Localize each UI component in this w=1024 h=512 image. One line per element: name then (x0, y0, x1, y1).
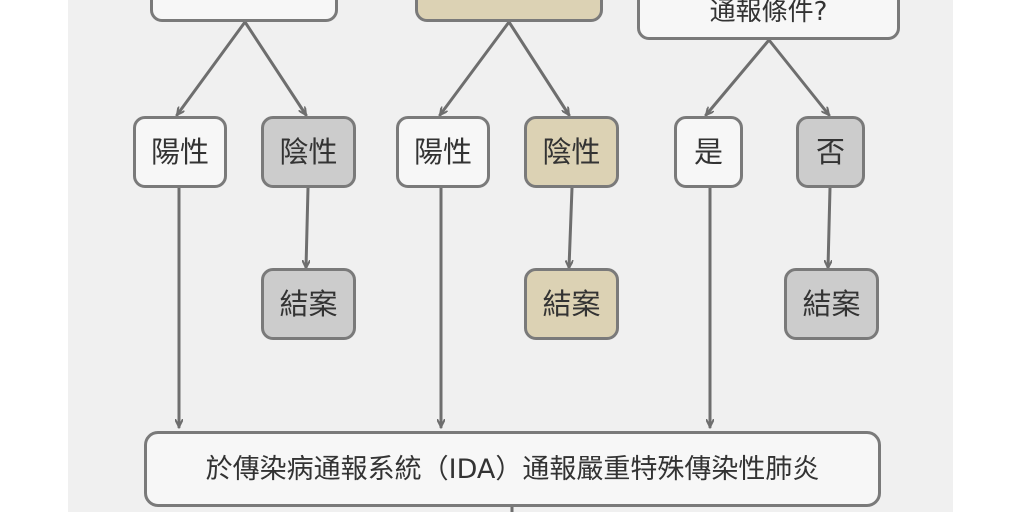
arrow-b2-to-positive (438, 20, 511, 115)
branch1-negative: 陰性 (261, 116, 356, 188)
arrow-b1-to-negative (243, 20, 308, 115)
arrow-b2-negative-to-close (569, 186, 574, 270)
ida-report-node: 於傳染病通報系統（IDA）通報嚴重特殊傳染性肺炎 (144, 431, 881, 507)
branch2-negative: 陰性 (524, 116, 619, 188)
branch3-close: 結案 (784, 268, 879, 340)
arrow-b3-to-yes (704, 38, 771, 115)
branch1-close: 結案 (261, 268, 356, 340)
arrow-b2-to-negative (507, 20, 571, 115)
arrow-b3-no-to-close (828, 186, 830, 270)
top-node-report-condition: 通報條件? (637, 0, 900, 40)
branch1-positive: 陽性 (133, 116, 227, 188)
arrow-b3-to-no (767, 38, 831, 115)
branch2-positive: 陽性 (396, 116, 490, 188)
branch2-close: 結案 (524, 268, 619, 340)
branch3-yes: 是 (674, 116, 743, 188)
top-node-left (150, 0, 338, 22)
top-node-middle (415, 0, 603, 22)
arrow-b1-to-positive (175, 20, 247, 115)
arrow-b1-negative-to-close (306, 186, 308, 270)
branch3-no: 否 (796, 116, 865, 188)
